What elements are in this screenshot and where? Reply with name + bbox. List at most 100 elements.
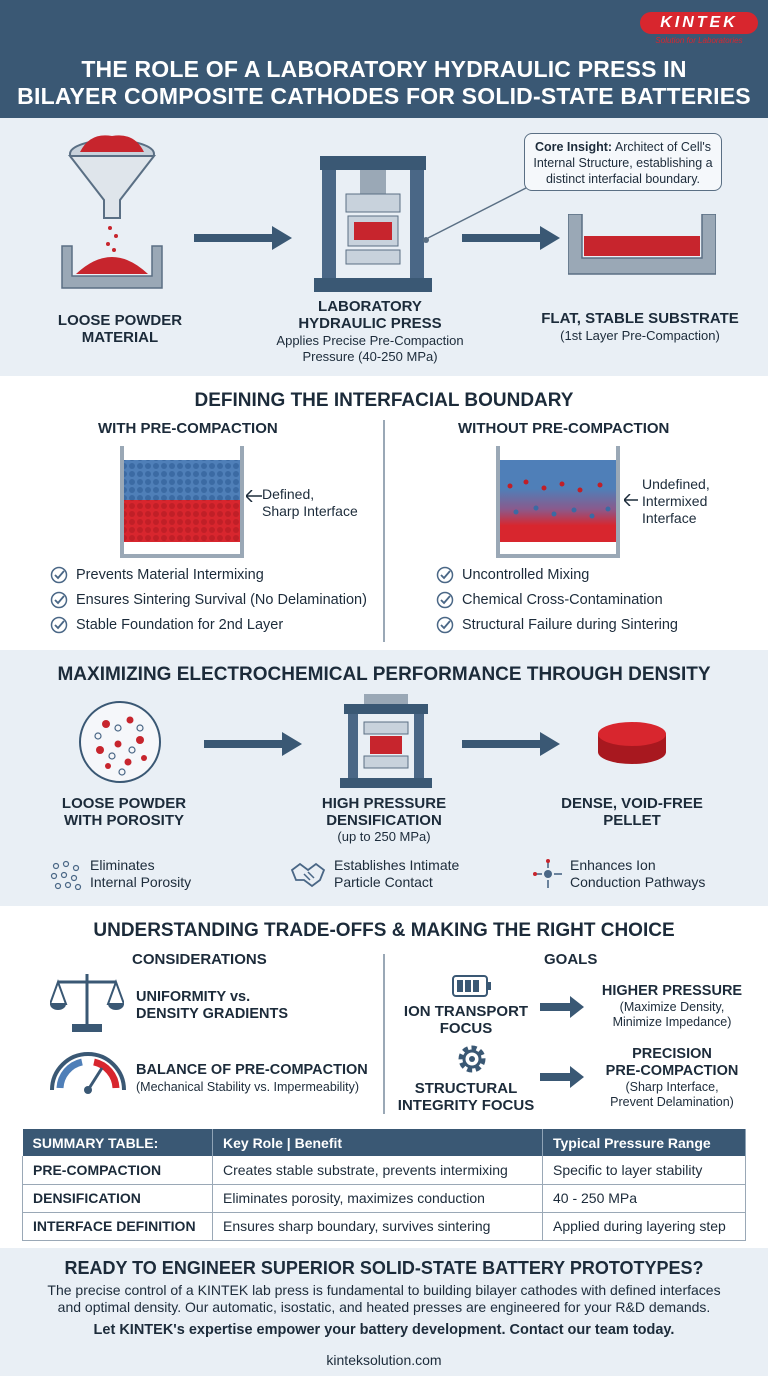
section-divider (383, 420, 385, 642)
loose-porosity-label: LOOSE POWDER WITH POROSITY (34, 795, 214, 829)
ion-pathway-icon (533, 859, 562, 888)
callout-arrow-icon (246, 490, 262, 502)
density-title: MAXIMIZING ELECTROCHEMICAL PERFORMANCE T… (57, 664, 711, 685)
step1-line2: MATERIAL (81, 329, 159, 346)
density-step1-2: WITH POROSITY (64, 812, 184, 829)
step2-sub1: Applies Precise Pre-Compaction (276, 333, 464, 348)
higher-pressure-sub: (Maximize Density, Minimize Impedance) (582, 1000, 762, 1030)
table-cell: Specific to layer stability (542, 1156, 746, 1185)
sharp-interface-diagram (120, 446, 244, 558)
table-row: INTERFACE DEFINITION Ensures sharp bound… (22, 1212, 746, 1241)
goal-arrow-icon-2 (540, 1066, 584, 1088)
callout-arrow-icon-2 (624, 494, 638, 506)
battery-icon (452, 975, 491, 997)
c1-line2: DENSITY GRADIENTS (136, 1006, 289, 1022)
arrow-icon-3 (204, 732, 302, 756)
title-line-2: BILAYER COMPOSITE CATHODES FOR SOLID-STA… (17, 83, 751, 109)
density-step2-1: HIGH PRESSURE (321, 795, 447, 812)
hydraulic-press-icon (314, 156, 432, 292)
g1-line2: FOCUS (439, 1020, 493, 1037)
cta-body: The precise control of a KINTEK lab pres… (20, 1282, 748, 1316)
without-callout-3: Interface (642, 510, 697, 526)
without-item-text: Structural Failure during Sintering (462, 617, 678, 633)
with-check-item: Ensures Sintering Survival (No Delaminat… (50, 591, 367, 609)
g2-r1: PRECISION (632, 1046, 712, 1062)
with-item-text: Ensures Sintering Survival (No Delaminat… (76, 592, 367, 608)
with-precompaction-heading: WITH PRE-COMPACTION (98, 420, 278, 437)
feat1-line2: Internal Porosity (90, 874, 192, 890)
intermixed-interface-callout: Undefined, Intermixed Interface (642, 476, 710, 527)
feat3-line2: Conduction Pathways (570, 874, 706, 890)
balance-sub: (Mechanical Stability vs. Impermeability… (136, 1080, 359, 1094)
g2-line1: STRUCTURAL (414, 1080, 518, 1097)
g2-r3: (Sharp Interface, (625, 1080, 719, 1094)
table-cell: PRE-COMPACTION (22, 1156, 213, 1185)
with-callout-1: Defined, (262, 486, 315, 502)
table-header: Key Role | Benefit (212, 1129, 543, 1156)
gear-icon (458, 1045, 486, 1073)
with-item-text: Prevents Material Intermixing (76, 567, 264, 583)
table-header: SUMMARY TABLE: (22, 1129, 213, 1156)
with-item-text: Stable Foundation for 2nd Layer (76, 617, 284, 633)
insight-text: Architect of Cell's Internal Structure, … (533, 140, 713, 186)
step-loose-powder-label: LOOSE POWDER MATERIAL (30, 312, 210, 346)
table-cell: DENSIFICATION (22, 1184, 213, 1213)
considerations-heading: CONSIDERATIONS (132, 951, 267, 968)
check-circle-icon (436, 591, 454, 609)
c1-line1: UNIFORMITY vs. (136, 989, 251, 1005)
table-cell: 40 - 250 MPa (542, 1184, 746, 1213)
table-header: Typical Pressure Range (542, 1129, 746, 1156)
small-press-icon (340, 694, 432, 788)
densification-sub: (up to 250 MPa) (337, 829, 431, 844)
goal-arrow-icon-1 (540, 996, 584, 1018)
ion-transport-label: ION TRANSPORT FOCUS (396, 1003, 536, 1037)
without-item-text: Uncontrolled Mixing (462, 567, 590, 583)
g2-line2: INTEGRITY FOCUS (397, 1097, 535, 1114)
tradeoffs-title: UNDERSTANDING TRADE-OFFS & MAKING THE RI… (93, 920, 675, 941)
page-title: THE ROLE OF A LABORATORY HYDRAULIC PRESS… (0, 56, 768, 110)
g1-r3: Minimize Impedance) (612, 1015, 732, 1029)
cta-section (0, 1248, 768, 1376)
densification-label: HIGH PRESSURE DENSIFICATION (284, 795, 484, 829)
feature-ion-conduction: Enhances Ion Conduction Pathways (570, 857, 705, 891)
funnel-powder-icon (61, 135, 163, 289)
step-press-sub: Applies Precise Pre-Compaction Pressure … (260, 333, 480, 365)
g2-r4: Prevent Delamination) (610, 1095, 734, 1109)
table-header-row: SUMMARY TABLE: Key Role | Benefit Typica… (22, 1129, 746, 1156)
cta-title: READY TO ENGINEER SUPERIOR SOLID-STATE B… (64, 1258, 704, 1278)
substrate-tray-icon (568, 214, 716, 275)
kintek-logo[interactable]: KINTEK (640, 12, 758, 34)
cta-contact-line[interactable]: Let KINTEK's expertise empower your batt… (93, 1322, 675, 1338)
tradeoffs-divider (383, 954, 385, 1114)
balance-label: BALANCE OF PRE-COMPACTION (136, 1062, 368, 1078)
sharp-interface-callout: Defined, Sharp Interface (262, 486, 358, 520)
core-insight-callout: Core Insight: Architect of Cell's Intern… (524, 133, 722, 191)
table-cell: INTERFACE DEFINITION (22, 1212, 213, 1241)
precision-sub: (Sharp Interface, Prevent Delamination) (582, 1080, 762, 1110)
check-circle-icon (436, 616, 454, 634)
table-row: PRE-COMPACTION Creates stable substrate,… (22, 1156, 746, 1185)
insight-label: Core Insight: (534, 140, 613, 154)
density-step1-1: LOOSE POWDER (61, 795, 187, 812)
step1-line1: LOOSE POWDER (57, 312, 183, 329)
with-callout-2: Sharp Interface (262, 503, 358, 519)
boundary-title: DEFINING THE INTERFACIAL BOUNDARY (194, 390, 574, 411)
feat3-line1: Enhances Ion (570, 857, 656, 873)
porosity-dots-icon (50, 860, 82, 890)
website-link[interactable]: kinteksolution.com (326, 1352, 442, 1368)
dense-pellet-label: DENSE, VOID-FREE PELLET (532, 795, 732, 829)
step-substrate-label: FLAT, STABLE SUBSTRATE (541, 310, 739, 327)
logo-tagline: Solution for Laboratories (655, 36, 743, 45)
intermixed-interface-diagram (496, 446, 620, 558)
g1-line1: ION TRANSPORT (403, 1003, 529, 1020)
table-row: DENSIFICATION Eliminates porosity, maxim… (22, 1184, 746, 1213)
without-check-item: Uncontrolled Mixing (436, 566, 589, 584)
step2-sub2: Pressure (40-250 MPa) (302, 349, 438, 364)
step-press-label: LABORATORY HYDRAULIC PRESS (270, 298, 470, 332)
check-circle-icon (50, 616, 68, 634)
arrow-icon-4 (462, 732, 560, 756)
arrow-icon-2 (462, 226, 560, 250)
without-precompaction-heading: WITHOUT PRE-COMPACTION (458, 420, 670, 437)
with-check-item: Stable Foundation for 2nd Layer (50, 616, 283, 634)
with-check-item: Prevents Material Intermixing (50, 566, 264, 584)
